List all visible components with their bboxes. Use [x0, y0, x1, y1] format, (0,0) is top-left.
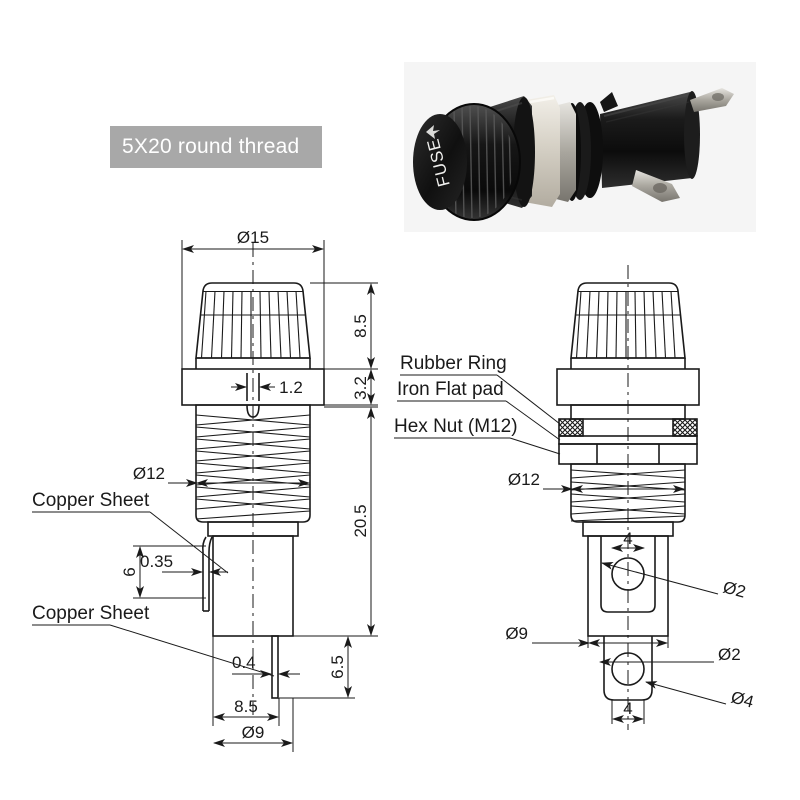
dim-dia9-left-label: Ø9 — [242, 723, 265, 742]
dim-dia2-upper: Ø2 — [601, 561, 748, 602]
right-lower-body — [587, 535, 669, 637]
right-cap-knurls — [575, 290, 676, 359]
dim-85-bottom: 8.5 — [212, 636, 280, 726]
photo-terminal-upper — [690, 88, 734, 112]
dim-12-label: 1.2 — [279, 378, 303, 397]
dim-04-label: 0.4 — [232, 653, 256, 672]
dim-dia9-right-label: Ø9 — [505, 624, 528, 643]
leader-hex-nut-label: Hex Nut (M12) — [394, 416, 518, 437]
dim-dia4-lower-label: Ø4 — [729, 688, 756, 712]
leader-hex-nut: Hex Nut (M12) — [394, 416, 561, 455]
dim-32: 3.2 — [324, 369, 378, 406]
dim-dia9-left: Ø9 — [213, 698, 294, 752]
dim-035-label: 0.35 — [140, 552, 173, 571]
leader-iron-flat-pad: Iron Flat pad — [397, 379, 561, 441]
photo-rear-barrel — [600, 91, 700, 188]
leader-rubber-ring: Rubber Ring — [400, 353, 561, 425]
right-terminal-lower — [603, 636, 653, 701]
dim-dia2-lower-label: Ø2 — [718, 645, 741, 664]
left-cap-knurls — [200, 290, 301, 359]
dim-dia12-right: Ø12 — [508, 470, 685, 493]
photo-cap-face: FUSE — [413, 114, 467, 210]
photo-fin — [600, 92, 618, 112]
fuse-holder-photo: FUSE — [404, 62, 756, 232]
dim-04: 0.4 — [232, 653, 300, 678]
leader-copper-sheet-1: Copper Sheet — [32, 490, 229, 574]
title-banner-label: 5X20 round thread — [122, 135, 300, 158]
dim-dia2-upper-label: Ø2 — [721, 578, 748, 602]
dim-65-label: 6.5 — [328, 655, 347, 679]
dim-12: 1.2 — [231, 378, 303, 397]
dim-dia12-right-label: Ø12 — [508, 470, 540, 489]
dim-32-label: 3.2 — [351, 376, 370, 400]
right-cap — [570, 282, 686, 359]
dim-6-label: 6 — [120, 567, 139, 576]
leader-iron-flat-pad-label: Iron Flat pad — [397, 379, 504, 400]
photo-terminal-lower — [632, 170, 680, 202]
left-cap — [195, 282, 311, 359]
dim-65: 6.5 — [279, 635, 355, 699]
dim-dia4-lower: Ø4 — [645, 681, 756, 712]
leader-rubber-ring-label: Rubber Ring — [400, 353, 507, 374]
dim-85-bottom-label: 8.5 — [234, 697, 258, 716]
dim-85: 8.5 — [310, 282, 378, 370]
dim-4-upper-label: 4 — [623, 529, 632, 548]
dim-dia12-left: Ø12 — [133, 464, 310, 487]
leader-copper-sheet-1-label: Copper Sheet — [32, 490, 150, 511]
left-copper-tab-bottom — [271, 635, 279, 699]
dim-85-label: 8.5 — [351, 314, 370, 338]
title-banner: 5X20 round thread — [110, 126, 322, 168]
left-view: Ø15 8.5 1.2 3.2 Ø12 — [32, 228, 378, 752]
dim-4-lower: 4 — [611, 699, 645, 724]
right-view: Ø12 4 Ø2 Ø9 Ø2 Ø4 — [394, 265, 756, 730]
dim-035: 0.35 — [140, 552, 228, 576]
dim-dia15-label: Ø15 — [237, 228, 269, 247]
dim-4-upper: 4 — [611, 529, 645, 552]
left-thread-body — [195, 404, 311, 523]
leader-copper-sheet-2-label: Copper Sheet — [32, 603, 150, 624]
left-lower-body — [212, 535, 294, 637]
left-copper-tab-side — [202, 536, 213, 612]
leader-copper-sheet-2: Copper Sheet — [32, 603, 275, 677]
dim-dia15: Ø15 — [181, 228, 325, 372]
dim-dia9-right: Ø9 — [505, 624, 669, 648]
dim-205-label: 20.5 — [351, 504, 370, 537]
dim-4-lower-label: 4 — [623, 699, 632, 718]
dim-dia12-left-label: Ø12 — [133, 464, 165, 483]
dim-dia2-lower: Ø2 — [599, 645, 741, 666]
